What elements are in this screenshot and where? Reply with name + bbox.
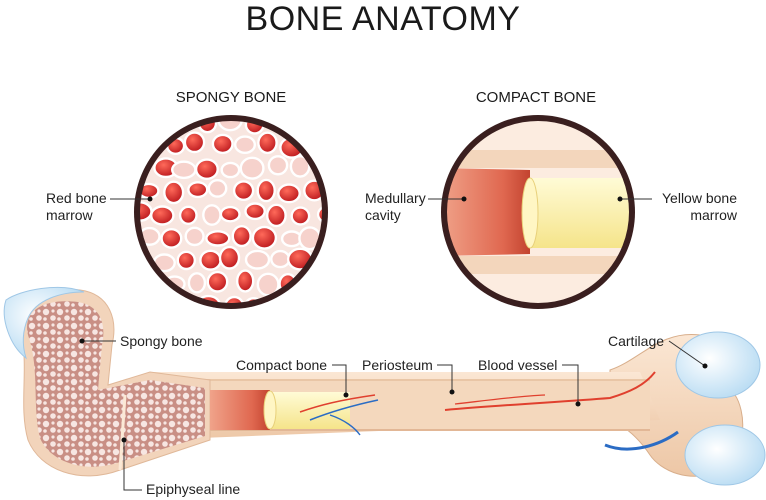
marrow-cell [223, 295, 245, 304]
marrow-cell [251, 225, 278, 250]
marrow-cell [187, 272, 207, 294]
spongy-bone-label: Spongy bone [120, 333, 203, 349]
marrow-cell [206, 270, 229, 293]
marrow-cell [184, 226, 205, 247]
periosteum-label: Periosteum [362, 357, 433, 373]
marrow-cell [199, 249, 222, 271]
marrow-cell [139, 294, 149, 304]
marrow-cell [268, 298, 288, 304]
epiphyseal-line-label: Epiphyseal line [146, 481, 240, 497]
marrow-cell [290, 206, 311, 226]
marrow-cell [326, 225, 343, 246]
marrow-cell [267, 155, 289, 176]
marrow-cell [220, 161, 241, 179]
marrow-cell [155, 295, 177, 304]
marrow-cell [178, 205, 198, 226]
periosteum-leader [437, 364, 453, 392]
marrow-cell [194, 158, 219, 180]
marrow-cell [244, 249, 271, 270]
marrow-cell [139, 120, 150, 132]
marrow-cell [288, 120, 310, 132]
compact-bone-inset [441, 115, 635, 309]
marrow-cell [211, 133, 234, 155]
marrow-cell [183, 131, 206, 154]
compact-bone-leader [332, 364, 347, 395]
marrow-cell [170, 160, 197, 180]
spongy-bone-heading: SPONGY BONE [176, 89, 287, 106]
compact-bone-heading: COMPACT BONE [476, 89, 596, 106]
cartilage-dot [702, 363, 708, 369]
marrow-cell [301, 132, 323, 152]
marrow-cell [233, 135, 256, 154]
yellow-bone-marrow-dot [617, 196, 623, 202]
marrow-cell [265, 203, 287, 228]
marrow-cell [277, 183, 301, 204]
marrow-cell [163, 180, 185, 205]
epiphyseal-line-dot [121, 437, 127, 443]
diagram-title: BONE ANATOMY [246, 0, 521, 38]
red-bone-marrow-dot [147, 196, 153, 202]
cartilage-leader [668, 340, 706, 367]
marrow-cell [217, 120, 244, 132]
marrow-cell [270, 249, 291, 269]
marrow-cell [219, 205, 241, 223]
marrow-cell [289, 154, 311, 178]
spongy-bone-inset [134, 115, 350, 309]
marrow-cell [309, 297, 323, 304]
cartilage-label: Cartilage [608, 333, 664, 349]
marrow-cell [326, 182, 350, 201]
epiphyseal-line-leader [123, 440, 142, 491]
blood-vessel-leader [562, 364, 579, 404]
marrow-cell [256, 178, 276, 203]
medullary-cavity-dot [461, 196, 467, 202]
marrow-cell [299, 276, 323, 295]
marrow-cell [160, 227, 183, 249]
marrow-cell [231, 225, 252, 248]
marrow-cell [187, 181, 209, 199]
compact-bone-dot [343, 392, 349, 398]
marrow-cell [218, 245, 241, 270]
periosteum-dot [449, 389, 455, 395]
long-bone [3, 286, 766, 486]
marrow-cell [322, 136, 323, 156]
compact-bone-label: Compact bone [236, 357, 327, 373]
marrow-cell [139, 271, 162, 293]
marrow-cell [149, 205, 175, 226]
marrow-cell [205, 230, 231, 247]
marrow-cell [313, 120, 323, 134]
marrow-cell [232, 180, 255, 202]
spongy-bone-dot [79, 338, 85, 344]
marrow-cell [257, 131, 278, 155]
marrow-cell [150, 120, 176, 131]
marrow-cell [239, 156, 265, 180]
marrow-cell [235, 269, 255, 293]
blood-vessel-label: Blood vessel [478, 357, 557, 373]
blood-vessel-dot [575, 401, 581, 407]
marrow-cell [176, 250, 197, 271]
marrow-cell [287, 298, 312, 304]
marrow-cell [202, 204, 222, 226]
marrow-cell [244, 202, 266, 221]
marrow-cell [327, 273, 345, 288]
marrow-cell [207, 178, 228, 198]
